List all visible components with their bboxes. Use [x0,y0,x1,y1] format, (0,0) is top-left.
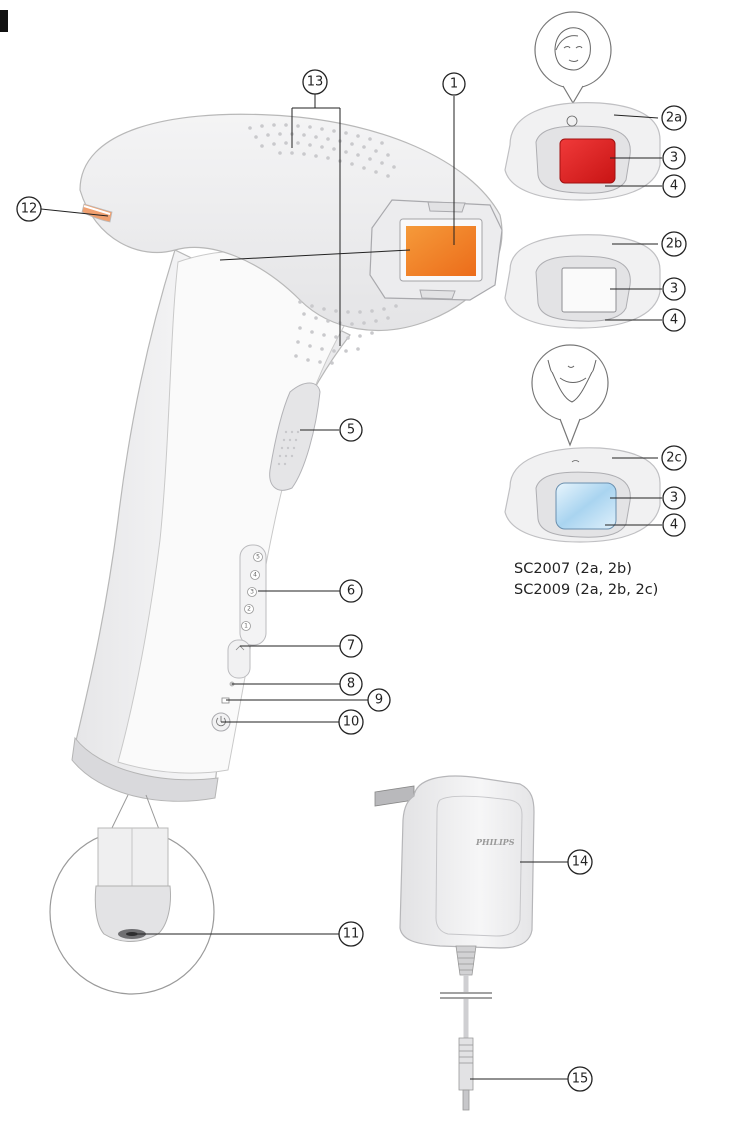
callout-15: 15 [567,1066,593,1092]
callout-2c: 2c [661,445,687,471]
callout-3a: 3 [662,146,686,170]
attachment-2c [504,344,661,543]
ventilation-slots-top [248,123,396,178]
light-highlight [83,205,111,215]
callout-2b-label: 2b [666,237,683,252]
intensity-level-1: 1 [244,623,248,630]
attachment-2a [504,11,661,201]
callout-1: 1 [442,72,466,96]
callout-7: 7 [339,634,363,658]
face-icon [554,27,591,71]
ipl-device: 5 4 3 2 1 [71,113,503,802]
intensity-level-4: 4 [253,572,257,579]
callout-4b: 4 [662,308,686,332]
callout-5-label: 5 [347,423,355,438]
callout-6-label: 6 [347,584,355,599]
model-line-1: SC2007 (2a, 2b) [514,561,632,577]
callout-12: 12 [16,196,42,222]
device-bottom-detail [97,827,169,889]
callout-2a-label: 2a [666,111,682,126]
callout-15-label: 15 [572,1072,589,1087]
callout-2b: 2b [661,231,687,257]
callout-1-label: 1 [450,77,458,92]
small-plug-tip [462,1089,470,1111]
adapter-brand: PHILIPS [475,837,515,847]
callout-7-label: 7 [347,639,355,654]
adapter-body [399,775,535,949]
small-plug-ribs [459,1044,473,1064]
small-plug [458,1037,474,1091]
intensity-level-5: 5 [256,554,260,561]
facial-filter-red [559,138,616,184]
callout-10-label: 10 [343,715,360,730]
model-line-2: SC2009 (2a, 2b, 2c) [514,582,658,598]
callout-9: 9 [367,688,391,712]
bubble-pointer-2c [559,418,581,447]
callout-14: 14 [567,849,593,875]
ventilation-slots-side [294,300,398,365]
bikini-icon [547,359,597,403]
flash-button-grip [277,430,300,466]
strain-relief-ribs [457,951,475,971]
callout-13: 13 [302,69,328,95]
callout-3c: 3 [662,486,686,510]
callout-4c: 4 [662,513,686,537]
power-icon [216,717,226,727]
callout-11-label: 11 [343,927,360,942]
callout-3c-label: 3 [670,491,678,506]
callout-12-label: 12 [21,202,38,217]
callout-4a-label: 4 [670,179,678,194]
light-exit-window [406,226,476,276]
bubble-pointer-mask-2c [563,417,577,422]
callout-3a-label: 3 [670,151,678,166]
frame-clip-bottom [419,289,456,300]
leader-lines [40,94,662,1080]
callout-3b: 3 [662,277,686,301]
flash-button[interactable] [269,382,321,491]
bikini-mini-icon [571,460,580,463]
callout-11: 11 [338,921,364,947]
attachment-2b [504,234,661,329]
power-adapter: PHILIPS [374,775,535,1111]
socket-detail [49,794,215,995]
detail-leader-right [145,794,161,833]
intensity-button[interactable] [227,639,251,679]
frame-clip-top [427,201,466,213]
callout-10: 10 [338,709,364,735]
power-socket-pin [126,932,138,936]
callout-8-label: 8 [347,677,355,692]
callout-9-label: 9 [375,693,383,708]
callout-4c-label: 4 [670,518,678,533]
corner-mark [0,10,8,32]
detail-leader-left [109,794,129,833]
face-mini-icon [566,115,578,127]
device-base-ring [71,736,219,802]
intensity-level-3: 3 [250,589,254,596]
body-filter-clear [561,267,617,313]
bikini-filter-blue [555,482,617,530]
adapter-front-panel [435,795,523,937]
callout-13-label: 13 [307,75,324,90]
callout-6: 6 [339,579,363,603]
callout-14-label: 14 [572,855,589,870]
intensity-lights: 5 4 3 2 1 [241,552,263,631]
callout-2a: 2a [661,105,687,131]
callout-3b-label: 3 [670,282,678,297]
callout-5: 5 [339,418,363,442]
intensity-level-2: 2 [247,606,251,613]
callout-4a: 4 [662,174,686,198]
bikini-bubble [531,344,609,422]
callout-8: 8 [339,672,363,696]
callout-2c-label: 2c [666,451,681,466]
cord-strain-relief [455,945,477,976]
callout-4b-label: 4 [670,313,678,328]
bubble-pointer-mask [566,84,580,89]
face-bubble [534,11,612,89]
device-base-detail [94,885,171,942]
